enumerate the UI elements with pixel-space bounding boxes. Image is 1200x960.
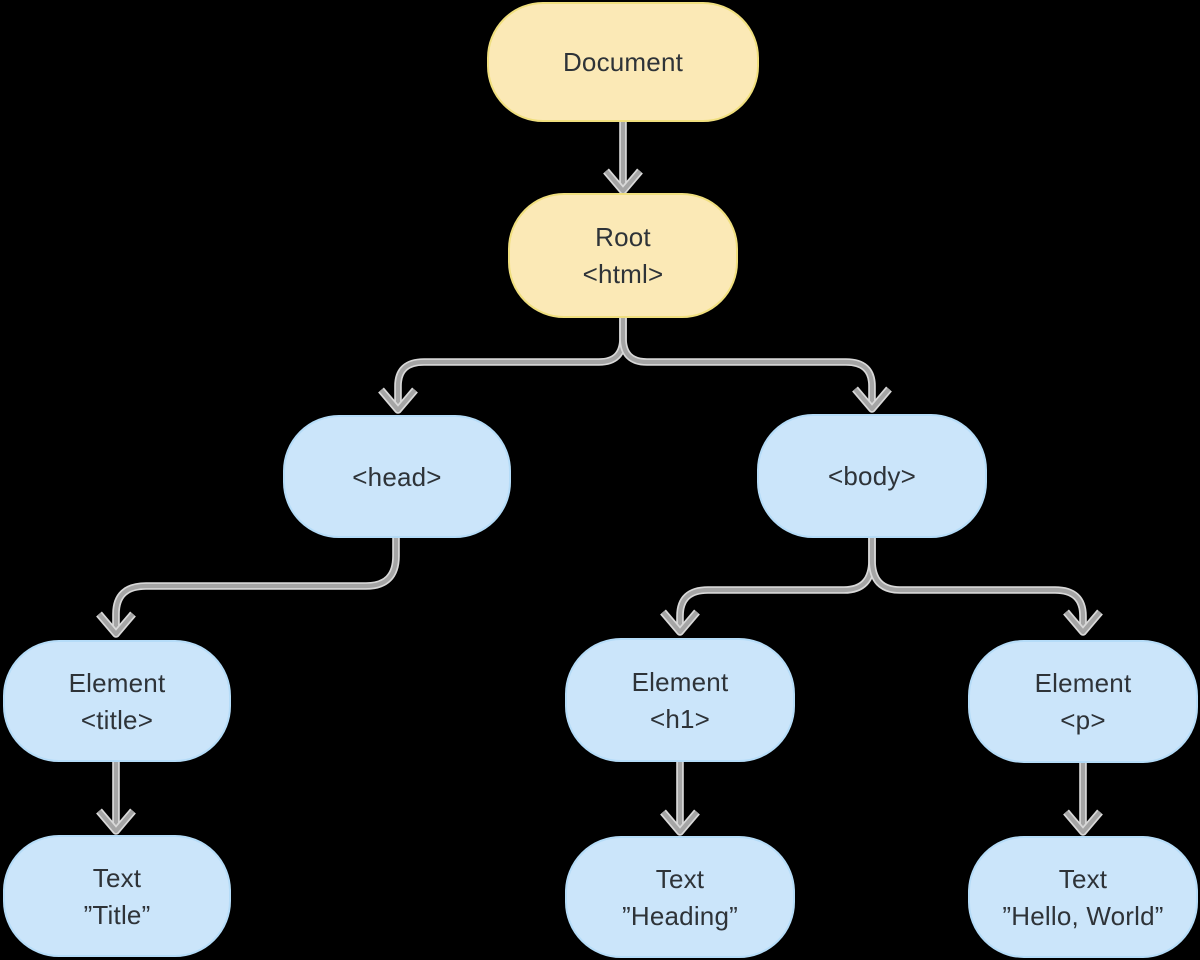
connector-root-body xyxy=(619,318,889,409)
node-text-heading: Text ”Heading” xyxy=(565,836,795,958)
node-text-title-value: ”Title” xyxy=(83,899,151,930)
connector-document-root xyxy=(606,122,640,191)
node-text-hello-world-value: ”Hello, World” xyxy=(1002,900,1164,931)
node-document: Document xyxy=(487,2,759,122)
connector-head-el-title xyxy=(99,538,400,634)
node-text-title: Text ”Title” xyxy=(3,835,231,957)
node-head: <head> xyxy=(283,415,511,538)
node-text-hello-world-label: Text xyxy=(1058,863,1108,894)
node-document-label: Document xyxy=(562,47,684,77)
node-element-title: Element <title> xyxy=(3,640,231,762)
node-body: <body> xyxy=(757,414,987,538)
connector-body-el-h1 xyxy=(663,538,876,632)
node-element-h1-label: Element xyxy=(631,666,729,697)
node-head-tag: <head> xyxy=(352,461,442,492)
node-element-h1: Element <h1> xyxy=(565,638,795,762)
node-text-hello-world: Text ”Hello, World” xyxy=(968,836,1198,958)
node-element-p-label: Element xyxy=(1034,668,1132,698)
connector-body-el-p xyxy=(868,538,1100,632)
node-text-heading-value: ”Heading” xyxy=(622,900,738,931)
node-root-html: Root <html> xyxy=(508,193,738,318)
node-body-tag: <body> xyxy=(828,461,916,491)
connector-el-title-text xyxy=(99,762,133,831)
node-root-tag: <html> xyxy=(582,259,664,289)
node-element-p-tag: <p> xyxy=(1060,705,1106,735)
node-element-h1-tag: <h1> xyxy=(649,703,711,734)
node-element-title-label: Element xyxy=(68,667,166,698)
connector-el-h1-text xyxy=(663,762,697,832)
connector-root-head xyxy=(381,318,627,410)
node-text-title-label: Text xyxy=(92,862,142,893)
node-element-title-tag: <title> xyxy=(80,704,154,735)
node-root-label: Root xyxy=(595,222,651,252)
connector-el-p-text xyxy=(1066,763,1100,832)
node-text-heading-label: Text xyxy=(655,863,705,894)
node-element-p: Element <p> xyxy=(968,640,1198,763)
